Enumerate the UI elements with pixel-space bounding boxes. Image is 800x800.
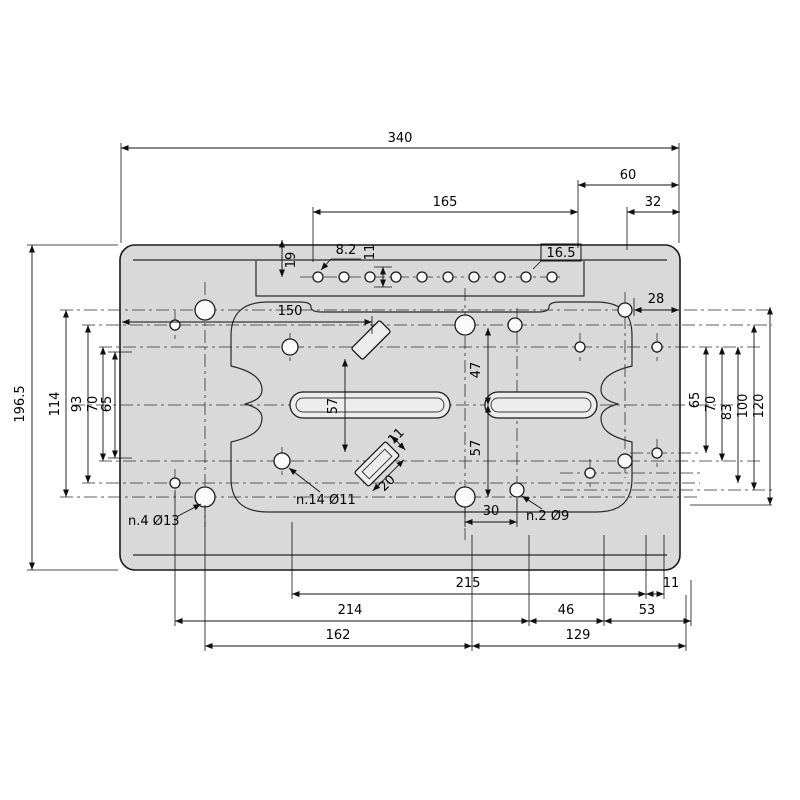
right-slot (484, 391, 598, 419)
dim-196-5: 196.5 (13, 385, 28, 422)
hole-d11 (281, 338, 299, 356)
dim-70-left: 70 (86, 396, 101, 413)
leader-n14 (288, 467, 321, 493)
dim-114: 114 (48, 392, 63, 417)
slots (289, 320, 598, 492)
dim-150: 150 (278, 304, 303, 319)
hole-d11 (584, 467, 596, 479)
hole-d13 (454, 314, 476, 336)
hole-d11 (617, 453, 633, 469)
row-hole (442, 271, 454, 283)
dim-28: 28 (648, 292, 665, 307)
row-hole (468, 271, 480, 283)
upper-diagonal-slot (351, 320, 391, 360)
note-n14: n.14 Ø11 (296, 493, 356, 508)
row-hole (416, 271, 428, 283)
dim-162: 162 (326, 628, 351, 643)
hole-d11 (169, 477, 181, 489)
row-hole (390, 271, 402, 283)
dim-83: 83 (720, 404, 735, 421)
dim-8-2: 8.2 (336, 243, 357, 258)
centerlines (60, 276, 772, 540)
dim-47: 47 (469, 362, 484, 379)
leader-8-2 (320, 258, 332, 271)
dimension-labels: 340 60 165 32 8.2 16.5 11 19 150 28 196.… (13, 131, 767, 643)
hole-d11 (651, 341, 663, 353)
dim-60: 60 (620, 168, 637, 183)
dimension-lines (29, 145, 773, 649)
leader-n2 (521, 495, 543, 510)
hole-d11 (574, 341, 586, 353)
hole-d11 (617, 302, 633, 318)
dim-165: 165 (433, 195, 458, 210)
row-hole (546, 271, 558, 283)
note-n2: n.2 Ø9 (526, 509, 569, 524)
right-slot-inner (490, 397, 592, 413)
dim-46: 46 (558, 603, 575, 618)
hole-d13 (454, 486, 476, 508)
dim-11-row: 11 (363, 244, 378, 261)
dim-120: 120 (752, 394, 767, 419)
dim-57-mid: 57 (469, 440, 484, 457)
pocket-top-edge (268, 301, 596, 313)
dim-65-left: 65 (100, 396, 115, 413)
dim-11-bottom: 11 (663, 576, 680, 591)
hole-d9 (507, 317, 523, 333)
hole-d9 (509, 482, 525, 498)
hole-d13 (194, 299, 216, 321)
lower-diagonal-slot (354, 435, 406, 492)
left-serpentine (230, 301, 269, 513)
pocket-contours (133, 259, 667, 556)
note-n4: n.4 Ø13 (128, 514, 180, 529)
hole-row-channel (255, 261, 585, 297)
dim-93: 93 (70, 396, 85, 413)
hole-d11 (651, 447, 663, 459)
dim-100: 100 (736, 394, 751, 419)
hole-d11 (273, 452, 291, 470)
dim-65-right: 65 (688, 392, 703, 409)
left-slot-inner (295, 397, 445, 413)
hole-d13 (194, 486, 216, 508)
row-hole (338, 271, 350, 283)
dim-30: 30 (483, 504, 500, 519)
dim-340: 340 (388, 131, 413, 146)
dim-70-right: 70 (704, 396, 719, 413)
dim-32: 32 (645, 195, 662, 210)
leader-n4 (177, 503, 202, 517)
row-hole (364, 271, 376, 283)
holes (169, 271, 663, 508)
dim-215: 215 (456, 576, 481, 591)
dim-16-5: 16.5 (547, 246, 576, 261)
row-hole (520, 271, 532, 283)
hole-d11 (169, 319, 181, 331)
row-hole (312, 271, 324, 283)
basic-dim-box (540, 243, 582, 262)
dim-53: 53 (639, 603, 656, 618)
left-slot (289, 391, 451, 419)
right-serpentine (595, 301, 633, 513)
dim-57-left: 57 (326, 398, 341, 415)
leader-arrows (177, 258, 543, 517)
dim-19: 19 (284, 252, 299, 269)
dim-129: 129 (566, 628, 591, 643)
row-hole (494, 271, 506, 283)
dim-214: 214 (338, 603, 363, 618)
